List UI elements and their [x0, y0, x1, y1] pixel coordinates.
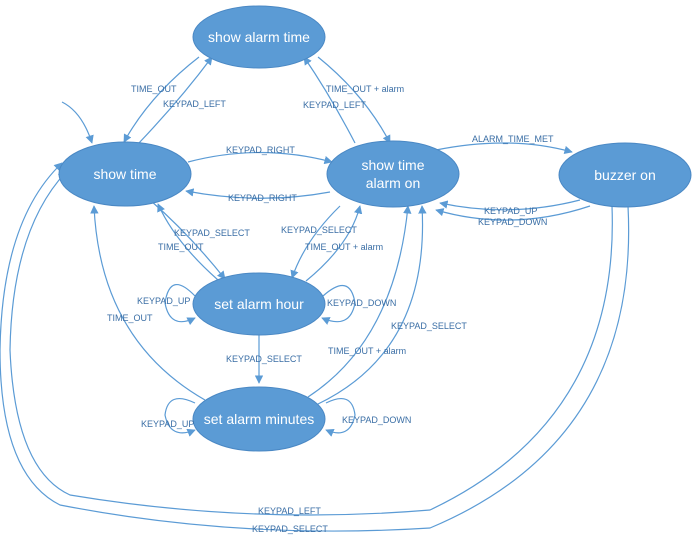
edge-set-hour-to-show-time — [157, 203, 219, 281]
label-keypad-up-buzzer: KEYPAD_UP — [484, 206, 537, 216]
edge-set-hour-self-keypad-up — [164, 284, 196, 326]
state-show-time: show time — [58, 141, 192, 207]
edge-set-minutes-self-keypad-up — [164, 397, 196, 437]
edge-buzzer-to-show-time-keypad-left — [9, 171, 613, 516]
label-keypad-select-4: KEYPAD_SELECT — [226, 354, 302, 364]
label-keypad-up-hour: KEYPAD_UP — [137, 296, 190, 306]
state-alarm-on-label-line2: alarm on — [366, 175, 420, 191]
state-buzzer-on-label: buzzer on — [594, 167, 655, 183]
edge-set-hour-to-alarm-on — [305, 205, 363, 282]
edge-show-time-to-alarm-on — [187, 151, 333, 165]
state-set-alarm-minutes-label: set alarm minutes — [204, 411, 314, 427]
label-keypad-down-hour: KEYPAD_DOWN — [327, 298, 396, 308]
edge-show-alarm-time-to-show-time — [123, 56, 200, 143]
edge-set-minutes-to-show-time — [90, 205, 206, 401]
state-buzzer-on: buzzer on — [558, 142, 692, 208]
state-show-time-alarm-on: show time alarm on — [326, 140, 460, 208]
label-time-out-2: TIME_OUT — [158, 242, 204, 252]
label-keypad-down-buzzer: KEYPAD_DOWN — [478, 217, 547, 227]
edge-show-time-to-show-alarm-time — [137, 56, 213, 145]
label-keypad-right-1: KEYPAD_RIGHT — [226, 145, 295, 155]
edge-set-minutes-to-alarm-on-timeout — [307, 205, 412, 398]
label-alarm-time-met: ALARM_TIME_MET — [472, 134, 554, 144]
state-alarm-on-label-line1: show time — [361, 157, 424, 173]
edge-buzzer-to-show-time-keypad-select — [0, 162, 630, 532]
edge-alarm-on-to-set-hour — [290, 205, 341, 279]
label-time-out-3: TIME_OUT — [107, 313, 153, 323]
state-set-alarm-hour: set alarm hour — [192, 272, 326, 336]
label-time-out-alarm-2: TIME_OUT + alarm — [305, 242, 383, 252]
state-set-alarm-minutes: set alarm minutes — [192, 386, 326, 452]
label-keypad-select-1: KEYPAD_SELECT — [174, 228, 250, 238]
state-set-alarm-hour-label: set alarm hour — [214, 296, 304, 312]
label-keypad-up-minutes: KEYPAD_UP — [141, 419, 194, 429]
edge-buzzer-keypad-up — [439, 199, 581, 211]
label-keypad-select-2: KEYPAD_SELECT — [281, 225, 357, 235]
label-time-out-alarm-1: TIME_OUT + alarm — [326, 84, 404, 94]
edge-set-hour-self-keypad-down — [321, 285, 356, 325]
initial-transition-arrow — [61, 101, 94, 144]
edge-buzzer-keypad-down — [435, 205, 591, 221]
edge-show-alarm-time-to-alarm-on — [317, 56, 391, 144]
label-keypad-select-3: KEYPAD_SELECT — [391, 321, 467, 331]
label-time-out-alarm-3: TIME_OUT + alarm — [328, 346, 406, 356]
edge-set-minutes-self-keypad-down — [325, 397, 356, 437]
label-keypad-left-2: KEYPAD_LEFT — [303, 100, 366, 110]
label-keypad-select-5: KEYPAD_SELECT — [252, 524, 328, 534]
label-time-out-1: TIME_OUT — [131, 84, 177, 94]
state-show-alarm-time: show alarm time — [192, 5, 326, 69]
label-keypad-left-1: KEYPAD_LEFT — [163, 99, 226, 109]
edge-set-minutes-to-alarm-on-select — [317, 205, 427, 405]
state-show-time-label: show time — [93, 166, 156, 182]
state-show-alarm-time-label: show alarm time — [208, 29, 310, 45]
edge-alarm-on-to-show-time — [185, 188, 331, 199]
edge-alarm-on-to-buzzer-on — [435, 142, 573, 155]
label-keypad-down-minutes: KEYPAD_DOWN — [342, 415, 411, 425]
label-keypad-right-2: KEYPAD_RIGHT — [228, 193, 297, 203]
edge-alarm-on-to-show-alarm-time — [303, 56, 356, 144]
label-keypad-left-3: KEYPAD_LEFT — [258, 506, 321, 516]
